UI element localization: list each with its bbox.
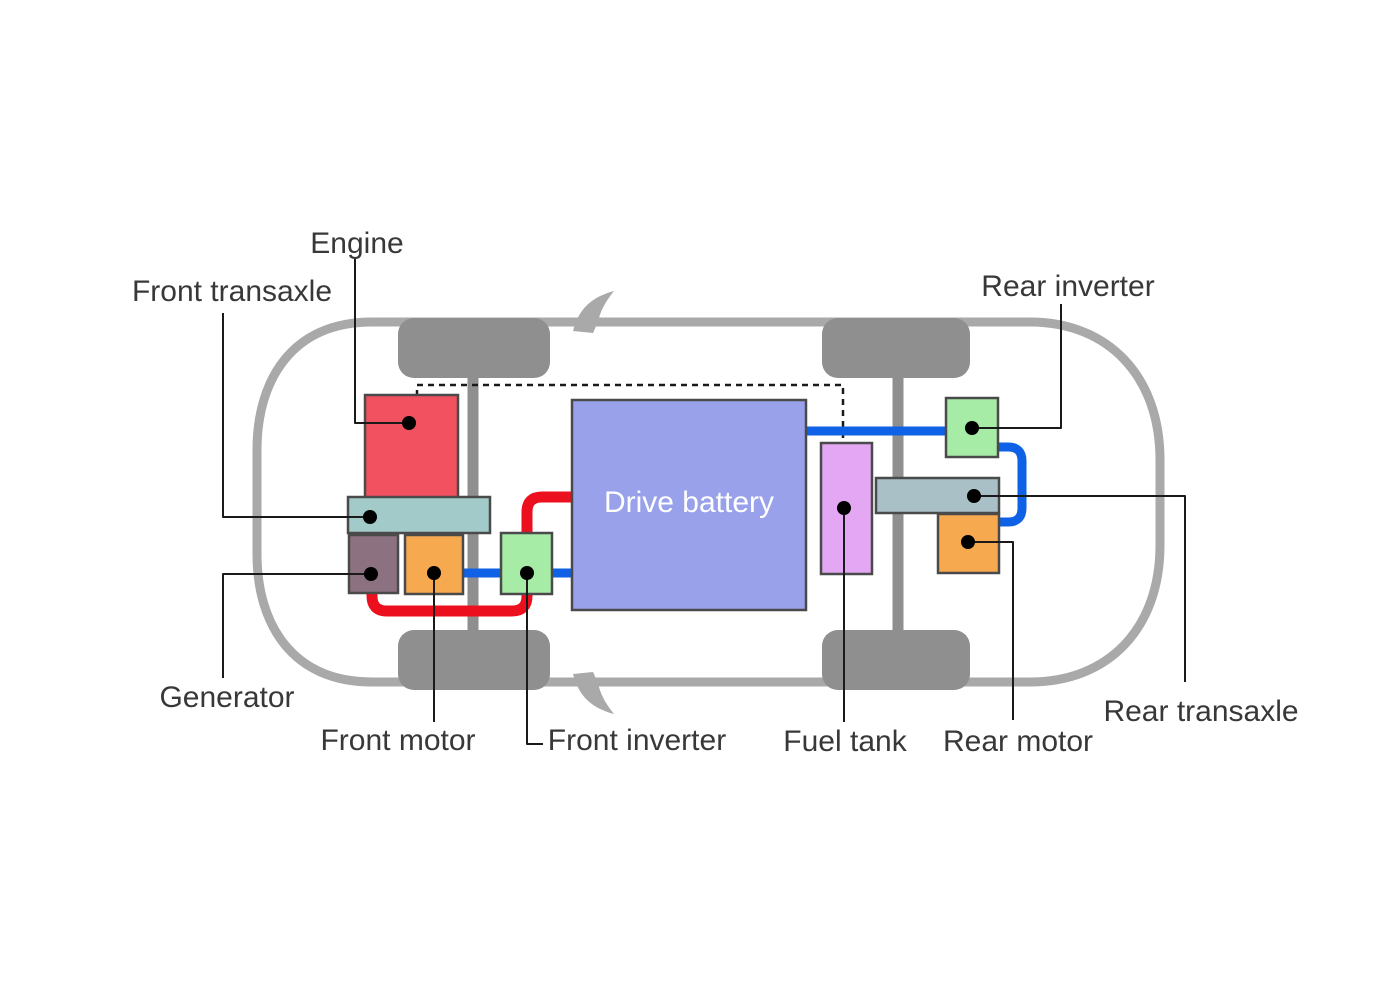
rear-inverter-label: Rear inverter	[981, 270, 1154, 303]
side-mirror-left-icon	[573, 291, 614, 333]
wheel-front-left	[398, 318, 550, 378]
power-lines	[366, 383, 1027, 617]
labels: Drive battery Engine Front transaxle Gen…	[132, 227, 1299, 758]
generator-dot	[364, 567, 378, 581]
rear-transaxle-label: Rear transaxle	[1103, 695, 1298, 728]
engine-dot	[402, 416, 416, 430]
engine-power-line	[366, 491, 572, 617]
rear-motor-dot	[961, 535, 975, 549]
fuel-line	[415, 383, 845, 441]
front-transaxle-label: Front transaxle	[132, 275, 332, 308]
drive-battery-block	[570, 398, 808, 612]
front-transaxle-dot	[363, 510, 377, 524]
rear-inverter-leader-line	[972, 304, 1062, 429]
wheel-rear-left	[822, 318, 970, 378]
wheel-rear-right	[822, 630, 970, 690]
fuel-tank-label: Fuel tank	[783, 725, 907, 758]
generator-leader-line	[222, 573, 371, 678]
electric-line-rear-inverter-motor	[996, 442, 1027, 527]
front-motor-label: Front motor	[320, 724, 475, 757]
front-inverter-leader-line	[526, 573, 543, 745]
front-transaxle-leader-line	[222, 313, 370, 518]
rear-transaxle-dot	[967, 489, 981, 503]
leader-dots	[363, 416, 981, 581]
rear-inverter-dot	[965, 421, 979, 435]
rear-motor-leader-line	[968, 541, 1014, 720]
rear-motor-label: Rear motor	[943, 725, 1093, 758]
wheel-front-right	[398, 630, 550, 690]
generator-block	[347, 533, 400, 595]
component-blocks	[346, 393, 1001, 612]
generator-label: Generator	[159, 681, 294, 714]
side-mirror-right-icon	[573, 672, 614, 714]
drive-battery-label: Drive battery	[604, 486, 774, 519]
fuel-tank-dot	[837, 501, 851, 515]
engine-block	[363, 393, 460, 500]
front-inverter-dot	[520, 566, 534, 580]
rear-transaxle-leader-line	[974, 495, 1186, 682]
engine-leader-line	[354, 259, 409, 424]
front-inverter-label: Front inverter	[548, 724, 726, 757]
engine-label: Engine	[310, 227, 403, 260]
leader-lines	[222, 259, 1186, 745]
front-motor-dot	[427, 566, 441, 580]
